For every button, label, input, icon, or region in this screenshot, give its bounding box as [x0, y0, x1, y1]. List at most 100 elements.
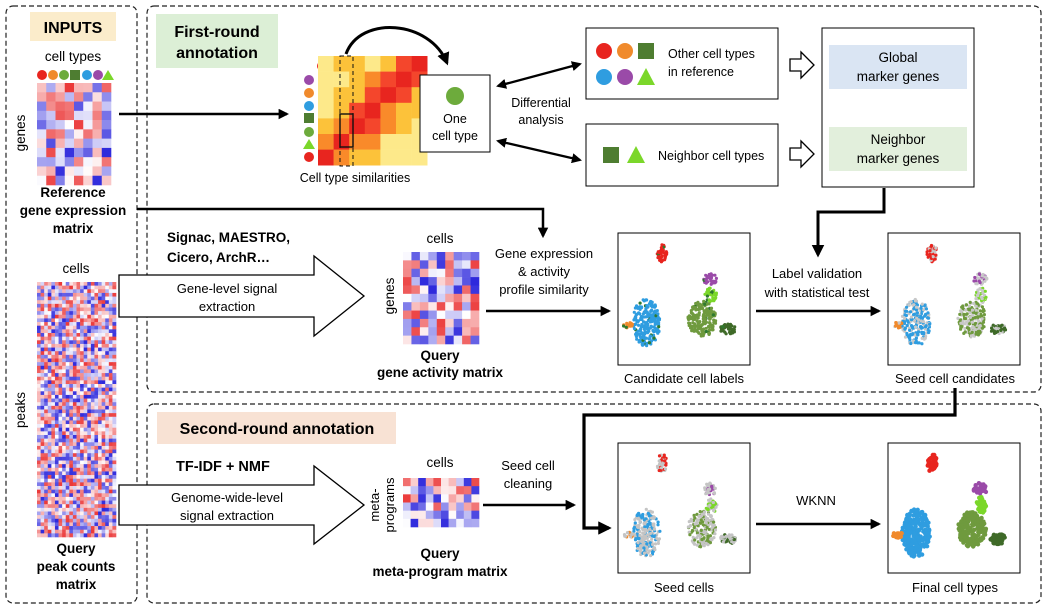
heatmap-cell [58, 504, 63, 509]
heatmap-cell [65, 416, 70, 421]
heatmap-cell [108, 351, 113, 356]
similarity-cell [333, 87, 350, 104]
heatmap-cell [433, 502, 442, 511]
heatmap-cell [69, 493, 74, 498]
heatmap-cell [40, 365, 45, 370]
heatmap-cell [83, 518, 88, 523]
heatmap-cell [58, 533, 63, 538]
heatmap-cell [105, 424, 110, 429]
similarity-caption: Cell type similarities [300, 171, 410, 185]
heatmap-cell [98, 365, 102, 370]
umap-point [978, 309, 982, 313]
heatmap-cell [98, 292, 102, 297]
heatmap-cell [419, 302, 429, 311]
umap-point [973, 275, 977, 280]
heatmap-cell [51, 416, 56, 421]
umap-point [646, 312, 650, 316]
heatmap-cell [51, 285, 56, 290]
heatmap-cell [112, 507, 117, 512]
umap-point [974, 308, 978, 312]
heatmap-cell [72, 362, 77, 367]
heatmap-cell [98, 424, 102, 429]
umap-point [710, 484, 714, 488]
heatmap-cell [80, 409, 84, 414]
heatmap-cell [72, 285, 77, 290]
heatmap-cell [54, 336, 59, 341]
heatmap-cell [83, 391, 88, 396]
heatmap-cell [62, 351, 67, 356]
heatmap-cell [90, 507, 95, 512]
umap-point [912, 537, 917, 543]
heatmap-cell [72, 405, 77, 410]
heatmap-cell [428, 310, 438, 320]
heatmap-cell [51, 460, 56, 465]
heatmap-cell [76, 398, 81, 403]
heatmap-cell [112, 380, 117, 385]
orange-circle-icon [617, 43, 633, 59]
green-circle-icon [304, 127, 314, 137]
heatmap-cell [58, 438, 63, 443]
heatmap-cell [58, 500, 63, 505]
heatmap-cell [72, 533, 77, 538]
umap-point [631, 532, 635, 536]
heatmap-cell [65, 427, 70, 432]
heatmap-cell [51, 329, 56, 334]
label-validation-label-1: Label validation [772, 266, 862, 281]
heatmap-cell [76, 292, 81, 297]
heatmap-cell [98, 464, 102, 469]
heatmap-cell [112, 394, 117, 399]
umap-point [655, 537, 659, 541]
heatmap-cell [105, 292, 110, 297]
heatmap-cell [44, 322, 49, 327]
heatmap-cell [76, 424, 81, 429]
umap-point [633, 521, 637, 525]
heatmap-cell [62, 496, 67, 501]
umap-point [974, 297, 978, 301]
heatmap-cell [90, 318, 95, 323]
umap-point [983, 289, 987, 293]
heatmap-cell [80, 515, 84, 520]
heatmap-cell [101, 303, 106, 308]
purple-circle-icon [304, 75, 314, 85]
umap-point [657, 462, 662, 466]
umap-point [917, 327, 921, 331]
heatmap-cell [80, 369, 84, 374]
global-marker-genes-label-1: Global [878, 50, 917, 65]
umap-point [913, 325, 918, 329]
heatmap-cell [47, 413, 52, 418]
heatmap-cell [47, 289, 52, 294]
heatmap-cell [87, 427, 92, 432]
heatmap-cell [87, 453, 92, 458]
umap-point [687, 323, 691, 328]
heatmap-cell [69, 300, 74, 305]
umap-point [913, 299, 918, 303]
umap-point [652, 336, 656, 340]
heatmap-cell [90, 442, 95, 447]
heatmap-cell [108, 445, 113, 450]
heatmap-cell [65, 518, 70, 523]
heatmap-cell [51, 394, 56, 399]
umap-point [928, 322, 932, 326]
heatmap-cell [37, 402, 41, 407]
umap-point [713, 296, 718, 300]
umap-point [712, 310, 716, 314]
heatmap-cell [54, 380, 59, 385]
heatmap-cell [87, 435, 92, 439]
umap-point [977, 329, 981, 333]
umap-point [655, 309, 659, 313]
heatmap-cell [108, 314, 113, 319]
heatmap-cell [65, 387, 70, 392]
other-to-global-arrow [789, 50, 815, 80]
heatmap-cell [101, 285, 106, 290]
umap-point [908, 335, 912, 339]
heatmap-cell [105, 282, 110, 286]
umap-point [647, 337, 651, 341]
heatmap-cell [40, 438, 45, 443]
heatmap-cell [37, 504, 41, 509]
other-cell-types-label-2: in reference [668, 65, 734, 79]
heatmap-cell [94, 322, 99, 327]
umap-point [696, 307, 701, 312]
heatmap-cell [37, 515, 41, 520]
umap-point [708, 276, 712, 280]
heatmap-cell [108, 435, 113, 439]
